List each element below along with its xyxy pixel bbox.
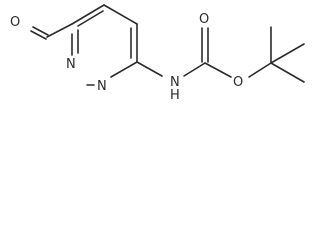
ring-nitrogen-1-label: N — [66, 57, 76, 72]
ring-bond-c5-c4 — [103, 4, 138, 25]
nh-carbonyl-bond — [183, 62, 206, 77]
tbu-methyl-right-down-bond — [270, 62, 305, 83]
aldehyde-group: O — [10, 15, 73, 40]
ring-bond-c6-c5-inner — [77, 10, 104, 27]
ring-nitrogen-2-label: N — [97, 79, 107, 94]
aldehyde-c-o-bond-b — [30, 30, 47, 40]
ring-bond-c3-n2 — [110, 61, 138, 78]
carbonyl-ester-o-bond — [204, 62, 232, 78]
ring-bond-c6-c5 — [71, 4, 105, 25]
aldehyde-c-o-bond-a — [32, 26, 49, 36]
aldehyde-c-ring-bond — [46, 23, 73, 38]
amine-h-label: H — [170, 88, 180, 103]
carbonyl-oxygen-label: O — [199, 12, 209, 27]
ring-c3-nh-bond — [136, 61, 163, 77]
chemical-structure-diagram: O N N H N O O — [10, 4, 305, 103]
tbu-methyl-right-up-bond — [270, 43, 305, 64]
amine-n-label: N — [170, 75, 180, 90]
tert-butyl-group — [248, 26, 305, 83]
carbamate-group: H N O O — [136, 12, 243, 103]
pyridazine-ring: N N — [66, 4, 138, 94]
aldehyde-oxygen-label: O — [10, 15, 20, 30]
ester-oxygen-label: O — [233, 75, 243, 90]
ester-o-quaternary-c-bond — [248, 62, 272, 78]
